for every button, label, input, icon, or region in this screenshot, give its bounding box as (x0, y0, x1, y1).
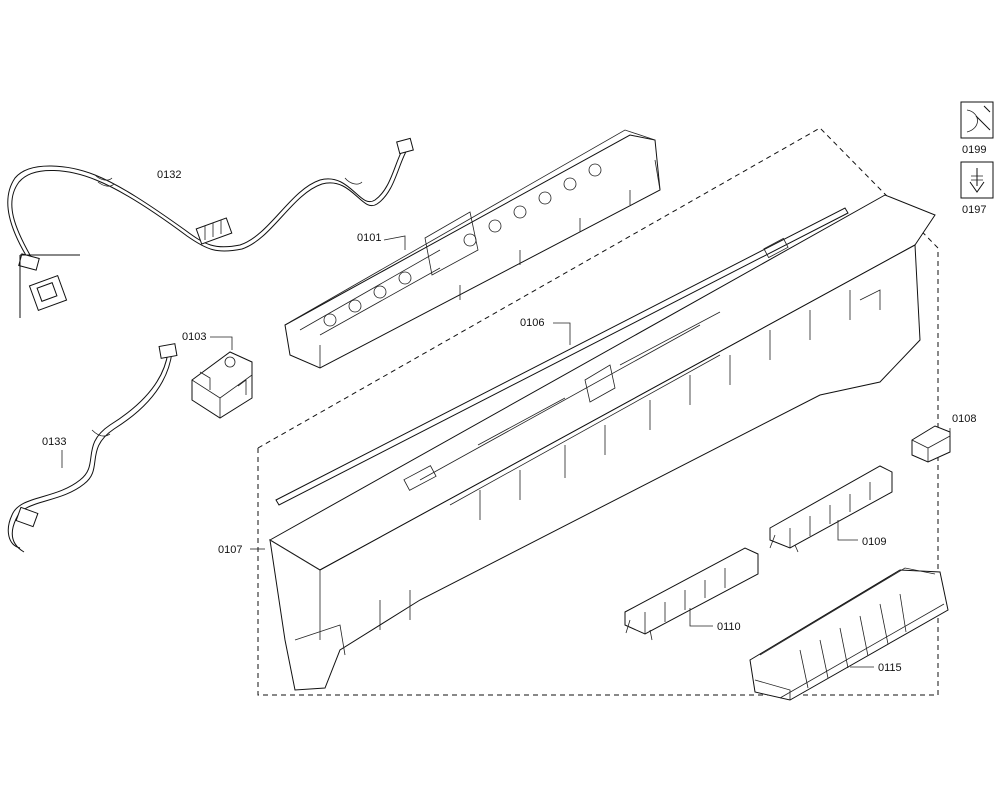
label-0133: 0133 (42, 436, 66, 448)
legend-0199: 0199 (960, 101, 994, 156)
button-strip-0109[interactable] (769, 465, 893, 553)
label-0108: 0108 (952, 413, 976, 425)
wire-harness-0133[interactable] (7, 343, 178, 553)
button-strip-0110[interactable] (624, 547, 759, 641)
control-module-0101[interactable] (284, 129, 661, 369)
leader-0110 (689, 608, 713, 627)
legend-label-0197: 0197 (962, 204, 986, 216)
label-0109: 0109 (862, 536, 886, 548)
label-0110: 0110 (717, 621, 741, 633)
connector-detail-inset (19, 254, 80, 318)
label-0103: 0103 (182, 331, 206, 343)
legend-0197: 0197 (960, 161, 994, 216)
wire-harness-0132[interactable] (7, 137, 414, 271)
button-0108[interactable] (911, 425, 951, 463)
assembly-boundary (257, 127, 939, 696)
label-0101: 0101 (357, 232, 381, 244)
leader-0103 (210, 336, 233, 350)
cover-0115[interactable] (749, 567, 949, 701)
leader-0101 (383, 235, 406, 250)
label-0106: 0106 (520, 317, 544, 329)
label-0132: 0132 (157, 169, 181, 181)
leader-0106 (553, 322, 571, 345)
leader-0109 (837, 520, 858, 541)
label-0115: 0115 (878, 662, 902, 674)
label-0107: 0107 (218, 544, 242, 556)
wrench-icon (960, 101, 994, 139)
legend-label-0199: 0199 (962, 144, 986, 156)
holder-0103[interactable] (191, 351, 253, 419)
seal-strip-0106[interactable] (275, 207, 849, 506)
fascia-panel-0107[interactable] (269, 194, 936, 691)
